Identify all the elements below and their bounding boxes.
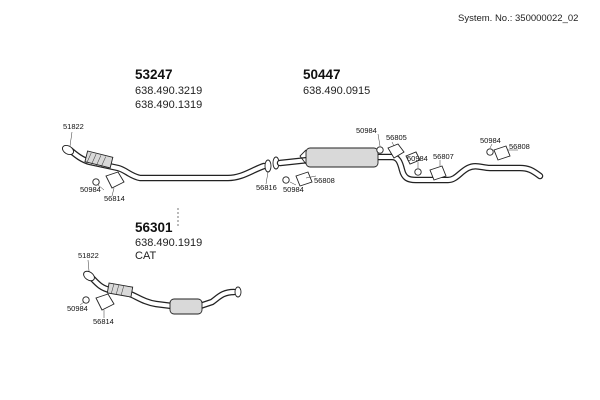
flange [83,270,95,282]
callout-56808[interactable]: 56808 [509,142,530,151]
callout-50984[interactable]: 50984 [356,126,377,135]
rubber-mount[interactable] [282,176,290,184]
hanger-56807[interactable] [429,165,447,181]
callout-50984[interactable]: 50984 [67,304,88,313]
muffler[interactable] [305,147,379,168]
hanger-56805[interactable] [387,143,421,165]
callout-56808[interactable]: 56808 [314,176,335,185]
callout-51822[interactable]: 51822 [78,251,99,260]
ring-clamp[interactable] [264,156,280,173]
flange [234,286,242,298]
callout-56814[interactable]: 56814 [93,317,114,326]
callout-50984[interactable]: 50984 [283,185,304,194]
callout-56816[interactable]: 56816 [256,183,277,192]
hanger-56808-rear[interactable] [493,145,511,161]
callout-56805[interactable]: 56805 [386,133,407,142]
rubber-mount[interactable] [82,296,90,304]
hanger-56808[interactable] [295,171,313,187]
callout-50984[interactable]: 50984 [480,136,501,145]
rubber-mount[interactable] [414,168,422,176]
oe-number: 638.490.1319 [135,99,202,111]
front-pipe[interactable] [61,144,268,182]
rubber-mount[interactable] [376,146,384,154]
hanger-56814-lower[interactable] [95,293,115,311]
catalytic-converter-pipe[interactable] [82,269,242,315]
cat-note: CAT [135,250,156,262]
rubber-mount[interactable] [486,148,494,156]
callout-50984[interactable]: 50984 [80,185,101,194]
rubber-mount[interactable] [92,178,100,186]
system-number: System. No.: 350000022_02 [458,13,578,24]
flange [61,144,75,156]
hanger-56814[interactable] [105,171,125,189]
callout-50984[interactable]: 50984 [407,154,428,163]
callout-56807[interactable]: 56807 [433,152,454,161]
callout-51822[interactable]: 51822 [63,122,84,131]
oe-number: 638.490.0915 [303,85,370,97]
flex-joint [106,282,134,298]
part-number-56301[interactable]: 56301 [135,220,173,235]
callout-56814[interactable]: 56814 [104,194,125,203]
part-number-50447[interactable]: 50447 [303,67,341,82]
catalytic-converter[interactable] [169,298,203,315]
oe-number: 638.490.1919 [135,237,202,249]
rear-muffler-pipe[interactable] [276,147,544,184]
oe-number: 638.490.3219 [135,85,202,97]
part-number-53247[interactable]: 53247 [135,67,173,82]
